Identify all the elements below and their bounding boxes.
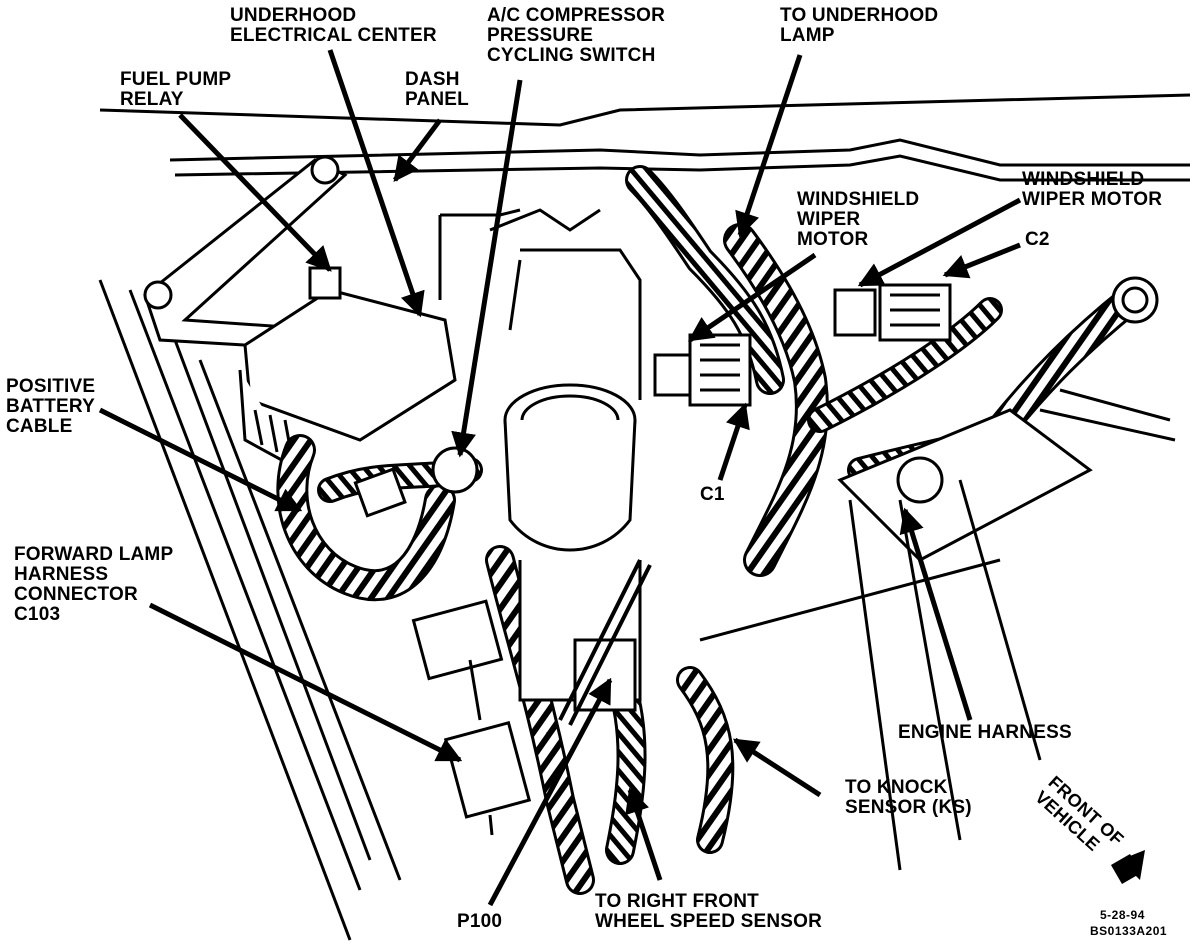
label-p100: P100: [457, 911, 503, 932]
wiring-harness: [276, 165, 1145, 895]
forward-lamp-connector: [411, 599, 532, 836]
label-fuel-pump-relay: FUEL PUMP RELAY: [120, 69, 232, 110]
label-positive-battery-cable: POSITIVE BATTERY CABLE: [6, 376, 96, 437]
label-c1: C1: [700, 484, 725, 505]
label-windshield-wiper-motor: WINDSHIELD WIPER MOTOR: [797, 189, 920, 250]
label-engine-harness: ENGINE HARNESS: [898, 722, 1072, 743]
label-underhood-electrical-center: UNDERHOOD ELECTRICAL CENTER: [230, 5, 437, 46]
label-c2: C2: [1025, 229, 1050, 250]
label-dash-panel: DASH PANEL: [405, 69, 469, 110]
connector-c1: [653, 333, 752, 407]
label-underhood-lamp: TO UNDERHOOD LAMP: [780, 5, 939, 46]
label-forward-lamp-connector: FORWARD LAMP HARNESS CONNECTOR C103: [14, 544, 174, 625]
label-wheel-speed-sensor: TO RIGHT FRONT WHEEL SPEED SENSOR: [595, 891, 823, 932]
date-code: 5-28-94: [1100, 908, 1145, 922]
dash-panel-outline: [99, 93, 1191, 400]
leader-arrows: [98, 49, 1022, 907]
front-arrow-icon: [1110, 850, 1145, 885]
label-knock-sensor: TO KNOCK SENSOR (KS): [845, 777, 972, 818]
figure-id: BS0133A201: [1090, 924, 1168, 938]
strut-brace: [143, 155, 348, 352]
dipstick: [558, 559, 652, 726]
label-windshield-wiper-motor-right: WINDSHIELD WIPER MOTOR: [1022, 169, 1163, 210]
underhood-electrical-center-box: [238, 266, 457, 472]
throttle-body: [503, 383, 642, 712]
ac-switch-connector: [353, 446, 479, 518]
connector-c2: [833, 283, 952, 342]
label-ac-compressor-switch: A/C COMPRESSOR PRESSURE CYCLING SWITCH: [487, 5, 666, 66]
left-fender-outline: [98, 279, 402, 941]
